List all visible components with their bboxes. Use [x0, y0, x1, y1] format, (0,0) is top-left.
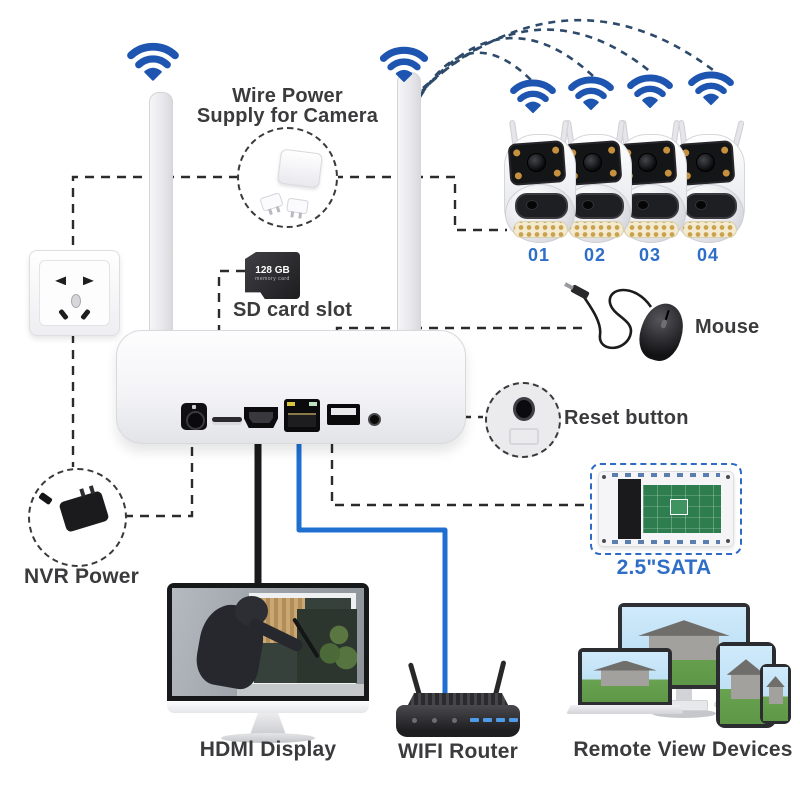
- wifi-router-label: WIFI Router: [397, 740, 519, 763]
- mouse-cable: [582, 288, 653, 350]
- wifi-arc-camera-02: [419, 36, 594, 95]
- ethernet-cable: [296, 428, 448, 707]
- line-nvr-power-to-dc-port: [124, 445, 194, 518]
- wire-power-line1: Wire Power: [232, 85, 343, 107]
- reset-button-label: Reset button: [564, 407, 689, 429]
- dc-connector-plug: [286, 197, 309, 215]
- remote-view-devices-label: Remote View Devices: [573, 738, 793, 761]
- wifi-arc-camera-03: [421, 28, 653, 92]
- usb-port: [327, 404, 360, 425]
- camera-01-label: 01: [527, 245, 551, 265]
- wire-power-line2: Supply for Camera: [196, 105, 379, 128]
- outlet-socket: [39, 260, 110, 326]
- wifi-router: [396, 705, 520, 737]
- reset-hole: [368, 413, 381, 426]
- camera-upper-lens-module: [507, 140, 567, 186]
- wifi-icon: [379, 46, 429, 82]
- wire-power-supply-circle: [237, 127, 338, 228]
- remote-phone: [760, 664, 791, 724]
- reset-button-hole: [513, 397, 535, 421]
- line-nvr-to-sata: [330, 444, 588, 507]
- wall-outlet: [29, 250, 120, 336]
- nvr-power-circle: [28, 468, 127, 567]
- dc-power-port: [181, 403, 207, 430]
- drive-pcb: [643, 484, 721, 534]
- sd-card-slot-port: [212, 417, 242, 422]
- hdmi-display-label: HDMl Display: [199, 738, 337, 761]
- wifi-arc-camera-04: [422, 18, 714, 89]
- monitor-base: [221, 733, 315, 743]
- sata-hard-drive: [598, 471, 734, 547]
- nvr-power-label: NVR Power: [24, 565, 139, 588]
- camera-04-label: 04: [696, 245, 720, 265]
- hdmi-monitor: [167, 583, 369, 701]
- camera-02-label: 02: [583, 245, 607, 265]
- wire-power-label: Wire Power Supply for Camera: [190, 86, 385, 127]
- wifi-icon: [688, 71, 734, 106]
- line-sd-card-to-slot: [217, 269, 245, 397]
- remote-laptop: [578, 648, 672, 706]
- nvr-antenna-left: [149, 92, 173, 342]
- camera-01: [499, 119, 579, 246]
- wifi-icon: [627, 74, 673, 109]
- burglar-scene: [172, 588, 364, 696]
- remote-monitor-base: [652, 709, 716, 718]
- line-outlet-to-wire-power: [71, 175, 237, 245]
- camera-dome: [505, 184, 575, 243]
- black-power-adapter: [58, 490, 110, 533]
- hdmi-port: [244, 407, 278, 428]
- sd-card-slot-label: SD card slot: [233, 299, 353, 321]
- router-top-face: [407, 693, 509, 707]
- laptop-base: [566, 705, 684, 714]
- wifi-icon: [510, 79, 556, 114]
- monitor-chin: [167, 701, 369, 713]
- nvr-device: [116, 330, 466, 444]
- monitor-stand: [250, 713, 286, 735]
- reset-button-circle: [485, 382, 561, 458]
- power-plug: [259, 192, 284, 212]
- wifi-icon: [127, 42, 179, 81]
- white-power-adapter: [277, 148, 323, 189]
- plant: [296, 608, 358, 684]
- mouse-label: Mouse: [695, 316, 760, 338]
- sd-card-type: memory card: [255, 276, 290, 282]
- sata-drive-box: [590, 463, 742, 555]
- sata-label: 2.5"SATA: [616, 556, 712, 579]
- ethernet-port: [284, 399, 320, 432]
- dc-cable-tip: [38, 491, 53, 506]
- line-wire-power-to-camera: [334, 175, 507, 232]
- nvr-antenna-right: [397, 72, 421, 336]
- sd-card: 128 GB memory card: [245, 252, 300, 299]
- camera-03-label: 03: [638, 245, 662, 265]
- wifi-icon: [568, 76, 614, 111]
- sd-card-capacity: 128 GB: [255, 265, 290, 276]
